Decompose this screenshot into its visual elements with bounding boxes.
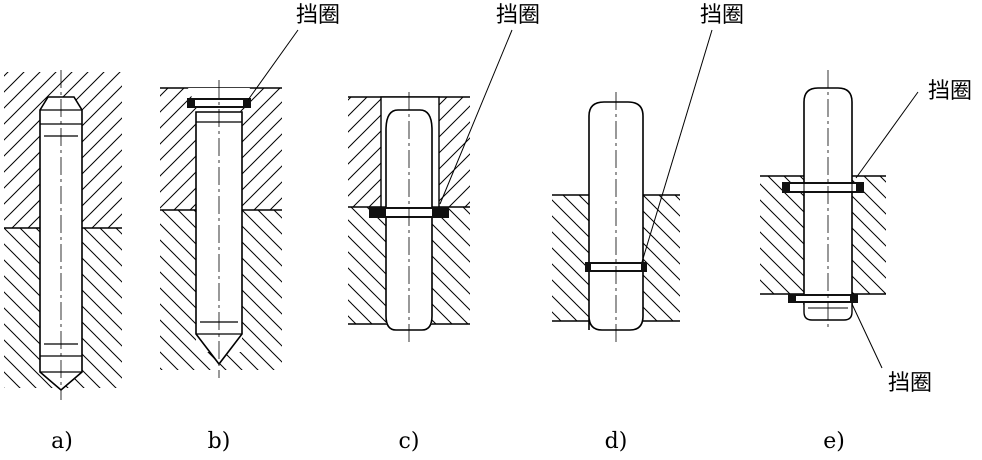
- callout-retaining-ring-c: 挡圈: [496, 3, 540, 28]
- subfigure-e: 挡圈 挡圈 e): [760, 70, 972, 454]
- callout-retaining-ring-e-bottom: 挡圈: [888, 371, 932, 396]
- callout-retaining-ring-d: 挡圈: [700, 3, 744, 28]
- caption-d: d): [605, 429, 628, 454]
- subfigure-a: a): [4, 70, 122, 454]
- subfigure-d: 挡圈 d): [552, 3, 744, 454]
- subfigure-c: 挡圈 c): [348, 3, 540, 454]
- leader-line: [439, 29, 513, 205]
- callout-retaining-ring-e-top: 挡圈: [928, 79, 972, 104]
- caption-e: e): [823, 429, 845, 454]
- caption-b: b): [208, 429, 231, 454]
- subfigure-b: 挡圈 b): [160, 3, 340, 454]
- leader-line-top: [855, 91, 919, 179]
- caption-c: c): [399, 429, 420, 454]
- leader-line: [247, 29, 299, 101]
- pin-body: [39, 96, 83, 392]
- leader-line-bottom: [851, 303, 883, 369]
- callout-retaining-ring-b: 挡圈: [296, 3, 340, 28]
- caption-a: a): [51, 429, 73, 454]
- leader-line: [641, 29, 713, 263]
